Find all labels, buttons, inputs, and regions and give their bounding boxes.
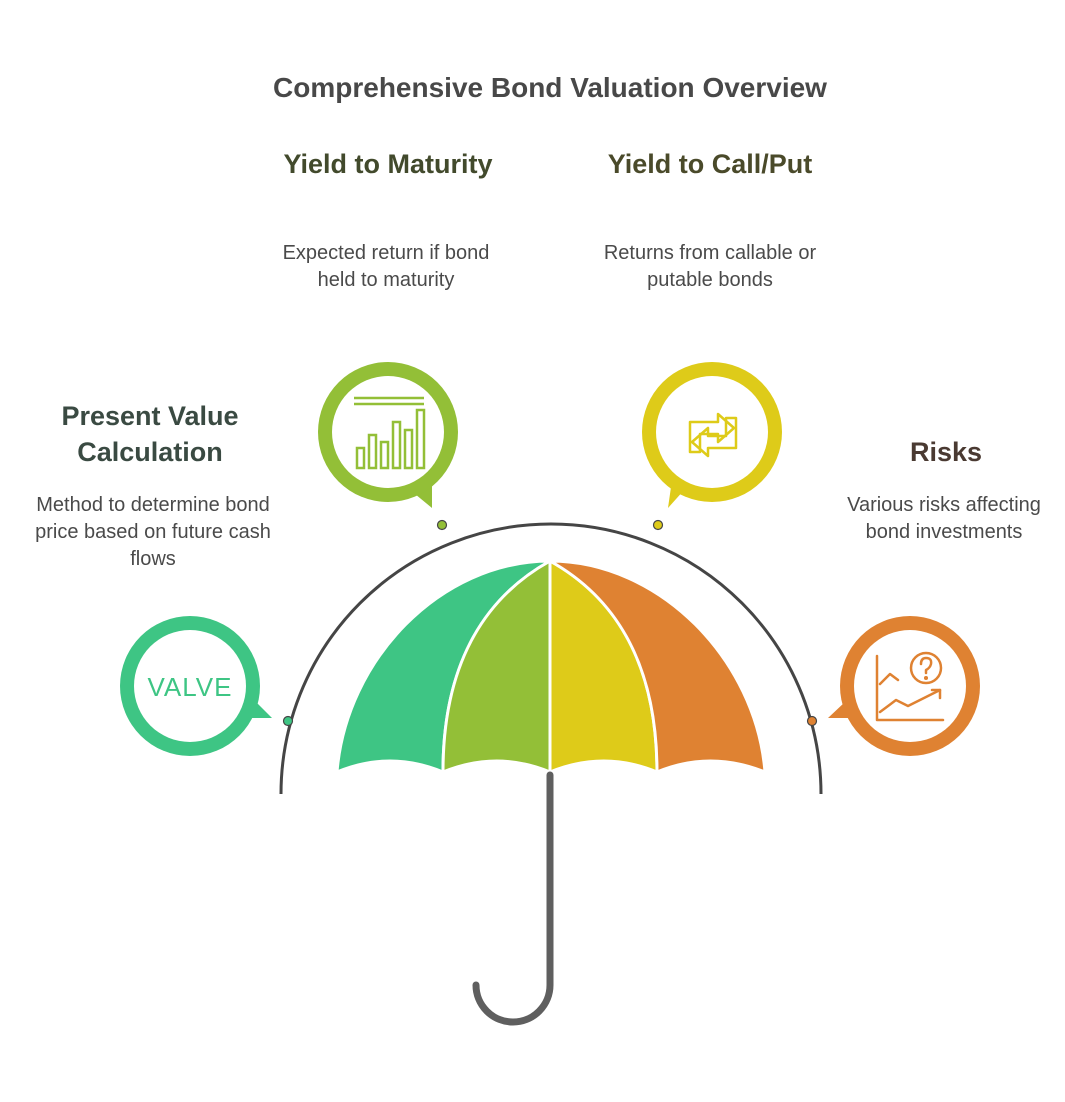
- yield-to-maturity-callout: [318, 362, 458, 531]
- exchange-arrows-icon: [688, 412, 738, 458]
- canopy-segment-lime: [441, 559, 552, 774]
- yield-to-maturity-description: Expected return if bond held to maturity: [282, 242, 490, 291]
- yield-to-maturity-heading: Yield to Maturity: [283, 149, 493, 179]
- yield-to-call-put-heading: Yield to Call/Put: [607, 149, 813, 179]
- present-value-callout: VALVE: [120, 616, 294, 756]
- umbrella-canopy: [335, 559, 767, 774]
- arc-marker-yield-to-maturity: [436, 519, 448, 531]
- risks-callout: [806, 616, 980, 756]
- value-word-icon: VALVE: [148, 672, 233, 702]
- yield-to-call-put-callout: [642, 362, 782, 531]
- outer-arc: [279, 522, 823, 795]
- risk-chart-question-icon: [875, 651, 945, 722]
- risks-heading: Risks: [909, 437, 983, 467]
- bar-chart-icon: [354, 396, 426, 470]
- canopy-segment-orange: [548, 559, 767, 774]
- arc-marker-risks: [806, 715, 818, 727]
- yield-to-call-put-description: Returns from callable or putable bonds: [603, 242, 817, 291]
- arc-marker-yield-to-call-put: [652, 519, 664, 531]
- present-value-heading: Present Value Calculation: [61, 401, 239, 467]
- risks-description: Various risks affecting bond investments: [847, 494, 1041, 543]
- diagram-title: Comprehensive Bond Valuation Overview: [273, 72, 827, 103]
- present-value-description: Method to determine bond price based on …: [35, 494, 271, 570]
- arc-marker-present-value: [282, 715, 294, 727]
- umbrella-handle: [472, 771, 554, 1026]
